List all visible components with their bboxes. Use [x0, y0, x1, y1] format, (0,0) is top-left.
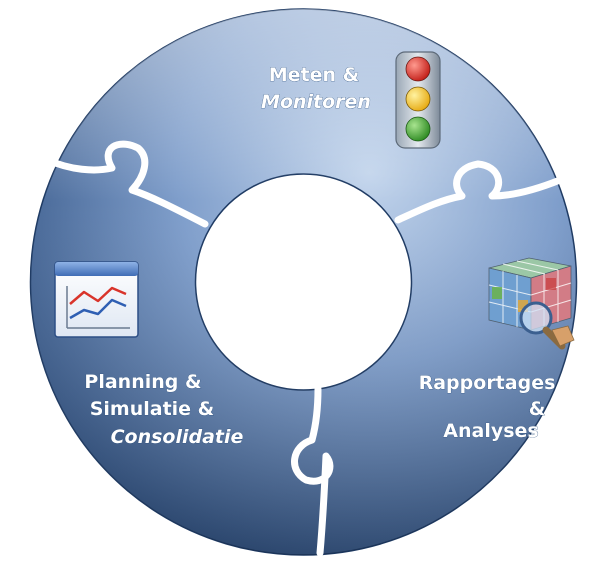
label-line: Simulatie &: [90, 398, 215, 420]
seam-right: [394, 160, 564, 224]
label-line: Planning &: [84, 371, 201, 393]
segment-label-planning-simulatie-consolidatie: Planning & Simulatie & Consolidatie: [84, 371, 244, 449]
label-line: Analyses: [443, 420, 538, 442]
label-line: &: [529, 398, 546, 420]
label-line: Monitoren: [261, 91, 371, 113]
label-line: Meten &: [269, 64, 359, 86]
line-chart-window-icon: [54, 261, 139, 338]
label-line: Rapportages: [419, 372, 556, 394]
segment-label-rapportages-analyses: Rapportages & Analyses: [418, 372, 556, 443]
segment-label-meten-monitoren: Meten & Monitoren: [261, 64, 372, 114]
data-cube-magnifier-icon: [488, 257, 575, 350]
seam-top-left: [44, 140, 209, 228]
puzzle-ring: [29, 8, 578, 556]
puzzle-seams: [44, 140, 564, 557]
seam-bottom: [291, 385, 334, 557]
ring-bevel: [30, 9, 577, 555]
traffic-light-icon: [395, 51, 441, 149]
label-line: Consolidatie: [111, 426, 244, 448]
